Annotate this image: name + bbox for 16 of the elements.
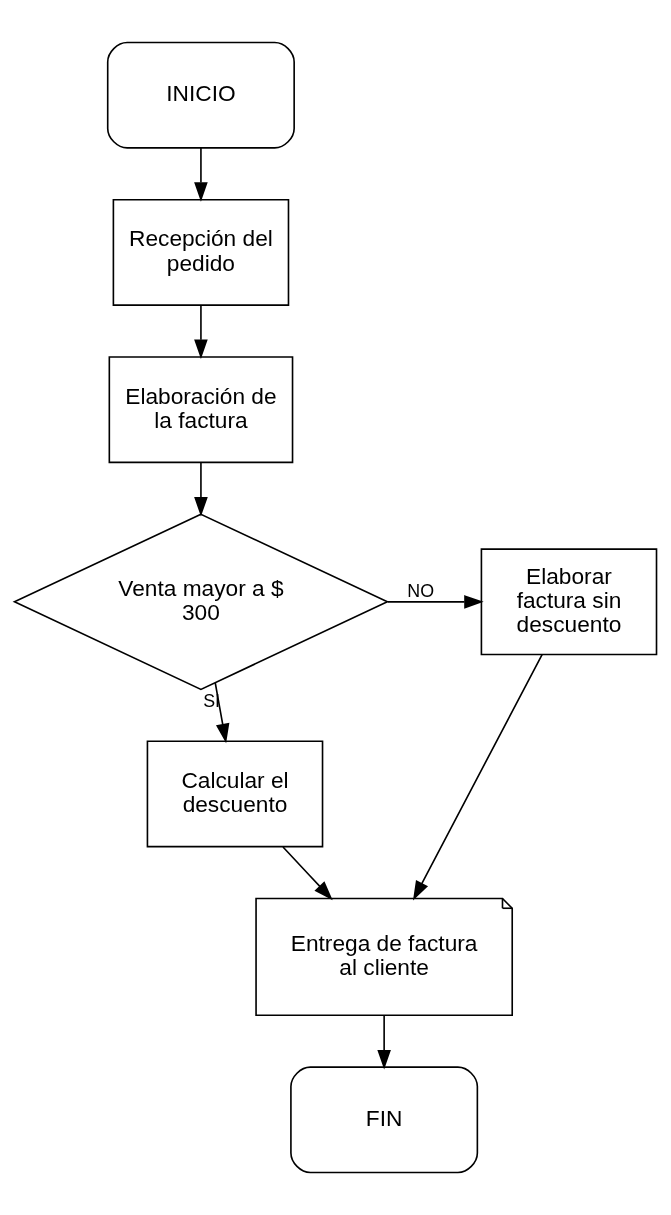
edge-label: NO (407, 580, 435, 601)
node-box: INICIO (106, 41, 295, 149)
node-box: Elaboración de la factura (108, 356, 294, 464)
edge-label: SI (203, 690, 220, 711)
arrow (282, 846, 333, 901)
arrow (387, 595, 484, 609)
arrow (377, 1014, 391, 1070)
node-box: Calcular el descuento (146, 740, 324, 848)
arrow (194, 147, 208, 202)
node-diamond: Venta mayor a $ 300 (12, 513, 390, 691)
arrow (194, 304, 208, 359)
node-box: Recepción del pedido (112, 198, 290, 306)
arrow (194, 461, 208, 517)
node-box: FIN (290, 1066, 479, 1174)
node-box: Elaborar factura sin descuento (480, 548, 658, 656)
arrow (413, 653, 543, 901)
